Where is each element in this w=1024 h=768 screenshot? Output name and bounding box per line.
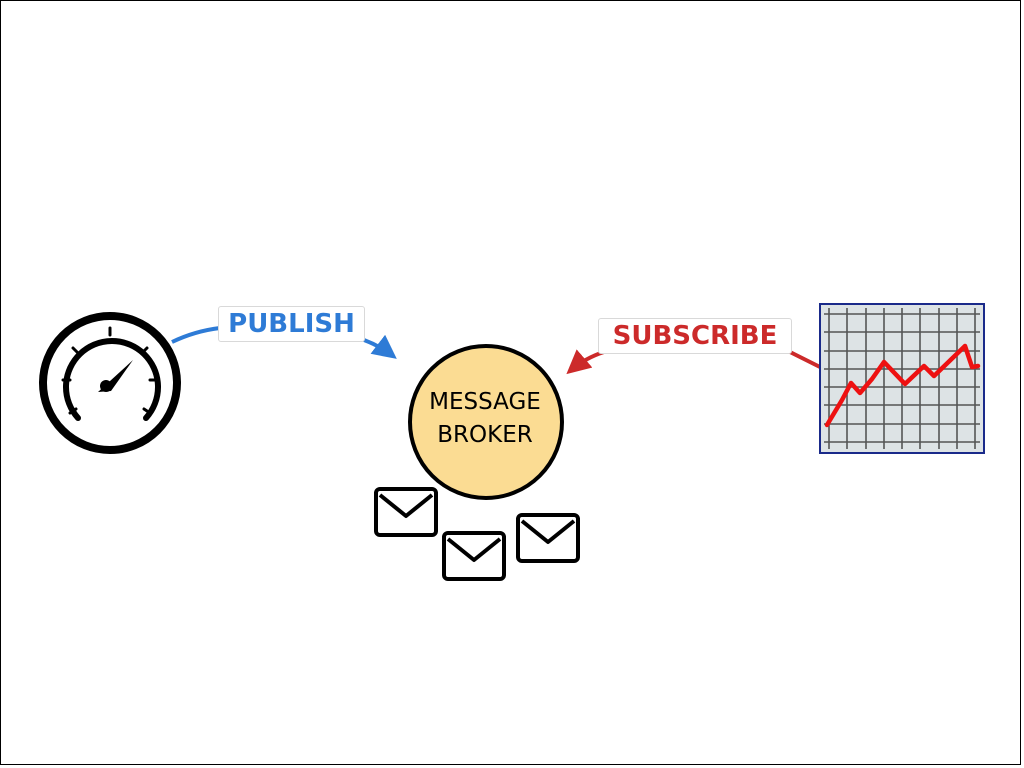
message-broker-node — [408, 344, 564, 500]
broker-label-line2: BROKER — [437, 422, 533, 448]
envelope-icon — [516, 513, 580, 563]
subscribe-arrow — [566, 349, 605, 375]
envelope-icon — [374, 487, 438, 537]
publish-connector-left — [171, 326, 221, 344]
message-broker-label: MESSAGE BROKER — [410, 386, 560, 452]
broker-label-line1: MESSAGE — [429, 389, 541, 415]
gauge-icon — [39, 312, 181, 454]
line-chart-icon — [819, 303, 985, 454]
subscribe-connector-right — [789, 350, 821, 369]
envelope-icon — [442, 531, 506, 581]
subscribe-label: SUBSCRIBE — [598, 318, 792, 354]
publish-arrow — [363, 334, 397, 359]
publish-label: PUBLISH — [218, 306, 365, 342]
